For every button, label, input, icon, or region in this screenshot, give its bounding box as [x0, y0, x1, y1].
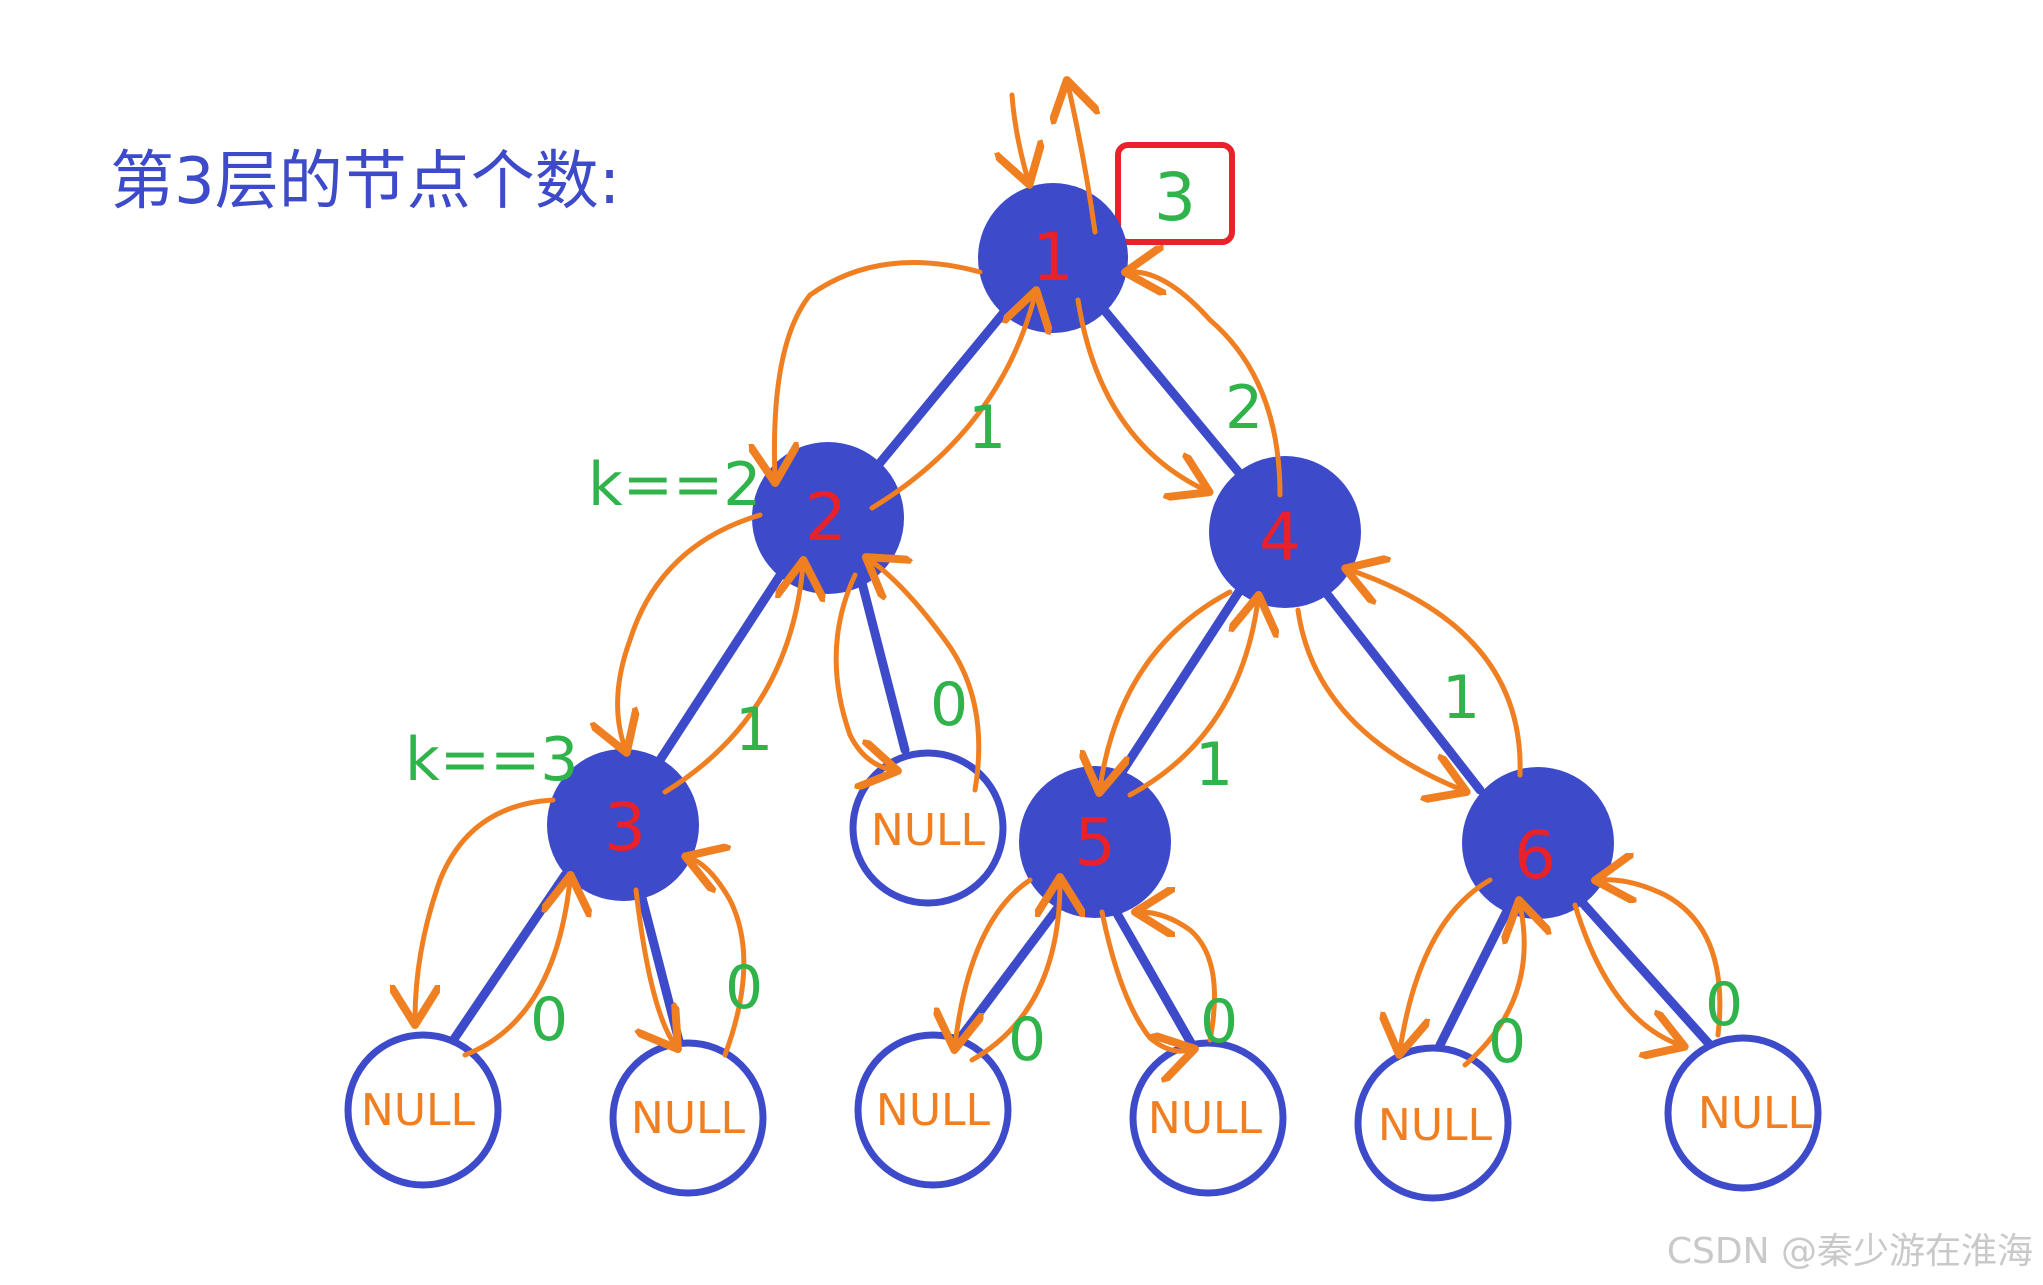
return-arrow-6-to-4 — [1350, 570, 1523, 778]
null-node-3-left — [344, 1031, 502, 1189]
traversal-arrows — [415, 85, 1723, 1068]
watermark: CSDN @秦少游在淮海 — [1667, 1231, 2033, 1272]
null-node-label: NULL — [1698, 1088, 1813, 1139]
call-arrow-3-to-null2 — [633, 887, 675, 1045]
null-node-label: NULL — [631, 1093, 746, 1144]
edge-2-3 — [655, 555, 795, 765]
return-value-null5-to-6: 0 — [1488, 1007, 1526, 1077]
null-node-label: NULL — [871, 805, 986, 856]
tree-node-6 — [1462, 767, 1614, 919]
tree-nodes: 1 2 4 3 5 6 — [547, 183, 1614, 919]
edge-1-4 — [1095, 300, 1250, 485]
tree-node-1-label: 1 — [1032, 219, 1074, 296]
return-value-null3-to-5: 0 — [1008, 1005, 1046, 1075]
return-arrow-null3-to-5 — [969, 882, 1060, 1063]
null-node-label: NULL — [876, 1085, 991, 1136]
return-arrow-null5-to-6 — [1462, 905, 1524, 1068]
edge-5-null4 — [1110, 905, 1200, 1055]
call-arrow-6-to-null5 — [1400, 877, 1493, 1050]
depth-label-k3: k==3 — [405, 725, 578, 795]
tree-node-6-label: 6 — [1514, 817, 1556, 894]
return-arrow-null2-to-3 — [690, 858, 747, 1058]
return-arrow-null1-to-3 — [462, 880, 570, 1058]
return-value-3-to-2: 1 — [735, 695, 773, 765]
return-value-labels: 1 2 1 0 1 1 0 0 0 0 0 0 — [530, 373, 1743, 1077]
call-arrow-3-to-null1 — [415, 797, 556, 1020]
return-value-null4-to-5: 0 — [1200, 987, 1238, 1057]
null-node-3-right — [609, 1039, 767, 1197]
edge-1-2 — [865, 300, 1015, 480]
call-arrow-root-entry — [1012, 92, 1028, 180]
call-arrow-2-to-3 — [618, 512, 763, 748]
return-value-4-to-1: 2 — [1225, 373, 1263, 443]
return-value-null1-to-3: 0 — [530, 985, 568, 1055]
return-arrow-null6-to-6 — [1600, 880, 1723, 1038]
call-arrow-5-to-null4 — [1099, 909, 1190, 1051]
return-arrow-3-to-2 — [662, 565, 803, 795]
tree-node-2-label: 2 — [805, 479, 847, 556]
return-arrow-4-to-1 — [1130, 272, 1283, 498]
return-value-6-to-4: 1 — [1442, 663, 1480, 733]
return-value-2-to-1: 1 — [968, 393, 1006, 463]
tree-node-3-label: 3 — [604, 789, 646, 866]
null-node-6-right — [1664, 1034, 1822, 1192]
edge-4-5 — [1115, 585, 1245, 780]
null-node-label: NULL — [1148, 1093, 1263, 1144]
return-arrow-null-to-2 — [870, 560, 982, 793]
answer-value: 3 — [1154, 159, 1196, 236]
return-value-null-to-2: 0 — [930, 670, 968, 740]
null-node-6-left — [1354, 1044, 1512, 1202]
edge-6-null5 — [1435, 900, 1515, 1050]
call-arrow-4-to-5 — [1100, 589, 1233, 788]
answer-box — [1115, 142, 1235, 245]
tree-node-3 — [547, 749, 699, 901]
tree-node-5-label: 5 — [1074, 804, 1116, 881]
return-arrow-2-to-1 — [869, 295, 1035, 511]
call-arrow-2-to-null — [833, 572, 893, 770]
return-arrow-5-to-4 — [1127, 600, 1258, 798]
null-node-label: NULL — [1378, 1100, 1493, 1151]
null-node-label: NULL — [361, 1085, 476, 1136]
call-arrow-1-to-4 — [1075, 297, 1205, 490]
tree-node-4-label: 4 — [1259, 499, 1301, 576]
edge-2-null — [855, 570, 910, 755]
call-arrow-5-to-null3 — [955, 877, 1033, 1045]
call-arrow-1-to-2 — [774, 260, 983, 478]
call-arrow-6-to-null6 — [1572, 902, 1680, 1045]
return-arrow-root-exit — [1068, 85, 1095, 235]
diagram-title: 第3层的节点个数: — [110, 145, 620, 219]
tree-edges — [445, 300, 1715, 1055]
depth-label-k2: k==2 — [588, 450, 761, 520]
return-value-null6-to-6: 0 — [1705, 970, 1743, 1040]
call-arrow-4-to-6 — [1295, 607, 1462, 790]
return-value-5-to-4: 1 — [1195, 730, 1233, 800]
return-arrow-null4-to-5 — [1140, 912, 1217, 1043]
return-value-null2-to-3: 0 — [725, 953, 763, 1023]
tree-node-4 — [1209, 456, 1361, 608]
